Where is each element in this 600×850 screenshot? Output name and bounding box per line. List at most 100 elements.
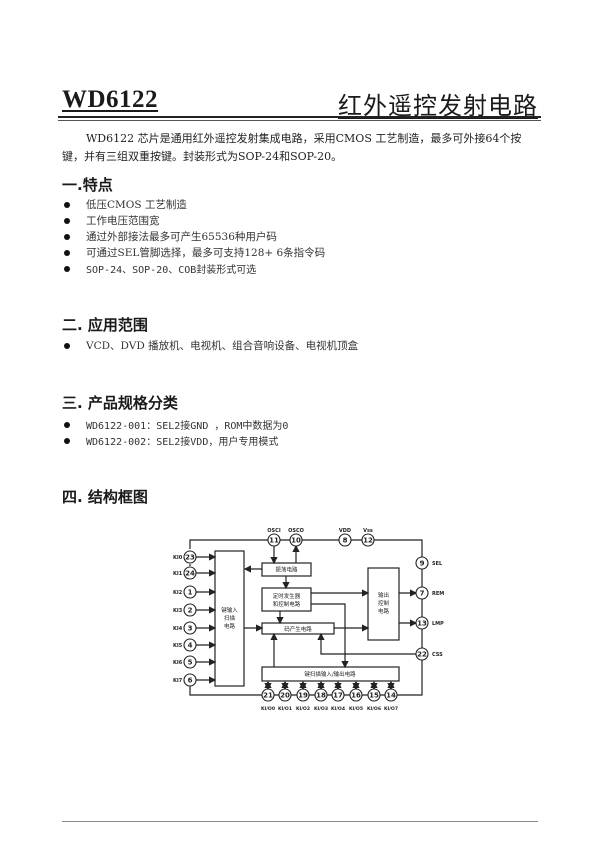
svg-text:17: 17: [333, 692, 343, 700]
svg-text:KI2: KI2: [173, 590, 183, 596]
svg-text:5: 5: [188, 659, 193, 667]
scan-block-label-2: 扫描: [224, 614, 236, 622]
bullet-icon: [64, 343, 70, 349]
pin-css: 22 CSS: [415, 647, 443, 661]
svg-text:14: 14: [386, 692, 396, 700]
svg-text:18: 18: [316, 692, 326, 700]
svg-text:1: 1: [188, 589, 193, 597]
svg-text:KI/O2: KI/O2: [296, 706, 310, 712]
header-rule-thin: [58, 120, 541, 121]
svg-text:OSCO: OSCO: [288, 528, 304, 534]
svg-text:15: 15: [369, 692, 379, 700]
svg-text:OSCI: OSCI: [267, 528, 281, 534]
svg-text:KI/O6: KI/O6: [367, 706, 381, 712]
part-number-heading: WD6122: [62, 86, 159, 113]
svg-text:6: 6: [188, 677, 193, 685]
svg-text:4: 4: [188, 642, 193, 650]
bullet-icon: [64, 438, 70, 444]
timer-block-label-1: 定时发生器: [273, 592, 301, 600]
pin-ki4: 3 KI4: [173, 621, 197, 635]
svg-text:KI/O3: KI/O3: [314, 706, 328, 712]
svg-text:10: 10: [291, 537, 301, 545]
svg-text:KI7: KI7: [173, 678, 183, 684]
svg-text:11: 11: [269, 537, 279, 545]
pin-ki5: 4 KI5: [173, 638, 197, 652]
svg-text:16: 16: [351, 692, 361, 700]
pin-ki6: 5 KI6: [173, 655, 197, 669]
svg-text:KI/O1: KI/O1: [278, 706, 292, 712]
svg-text:9: 9: [420, 560, 425, 568]
svg-text:23: 23: [185, 554, 195, 562]
pin-ki3: 2 KI3: [173, 603, 197, 617]
svg-text:KI3: KI3: [173, 608, 183, 614]
svg-text:3: 3: [188, 625, 193, 633]
svg-text:VDD: VDD: [339, 528, 351, 534]
pin-osci: 11 OSCI: [267, 528, 281, 547]
svg-text:KI/O4: KI/O4: [331, 706, 345, 712]
pin-vdd: 8 VDD: [338, 528, 352, 547]
section-heading-features: 一.特点: [62, 176, 113, 194]
svg-text:22: 22: [417, 651, 427, 659]
svg-text:KI5: KI5: [173, 643, 183, 649]
bullet-icon: [64, 218, 70, 224]
svg-text:REM: REM: [432, 591, 444, 597]
svg-text:19: 19: [298, 692, 308, 700]
svg-text:12: 12: [363, 537, 373, 545]
pin-vss: 12 Vss: [361, 528, 375, 547]
svg-text:KI1: KI1: [173, 571, 183, 577]
output-block-label-2: 控制: [378, 599, 390, 607]
svg-text:KI/O7: KI/O7: [384, 706, 398, 712]
svg-text:LMP: LMP: [432, 621, 444, 627]
svg-text:21: 21: [263, 692, 273, 700]
section-heading-block-diagram: 四. 结构框图: [62, 488, 148, 506]
bullet-icon: [64, 202, 70, 208]
bullet-icon: [64, 250, 70, 256]
svg-text:SEL: SEL: [432, 561, 443, 567]
pin-osco: 10 OSCO: [288, 528, 304, 547]
svg-text:KI/O5: KI/O5: [349, 706, 363, 712]
svg-text:KI6: KI6: [173, 660, 183, 666]
footer-rule: [62, 821, 538, 822]
header-rule: [58, 116, 541, 118]
svg-text:8: 8: [343, 537, 348, 545]
svg-text:Vss: Vss: [363, 528, 373, 534]
scan-block-label-3: 电路: [224, 622, 236, 630]
codegen-block-label: 码产生电路: [284, 625, 312, 633]
section-heading-product-specs: 三. 产品规格分类: [62, 394, 178, 412]
pin-ki7: 6 KI7: [173, 673, 197, 687]
svg-text:20: 20: [280, 692, 290, 700]
intro-paragraph: WD6122 芯片是通用红外遥控发射集成电路，采用CMOS 工艺制造，最多可外接…: [62, 132, 522, 163]
pin-ki2: 1 KI2: [173, 585, 197, 599]
bullet-icon: [64, 422, 70, 428]
svg-text:CSS: CSS: [432, 652, 443, 658]
scan-block-label-1: 键输入: [221, 606, 238, 614]
bullet-icon: [64, 266, 70, 272]
svg-text:2: 2: [188, 607, 193, 615]
document-title: 红外遥控发射电路: [338, 92, 538, 120]
io-block-label: 键扫描输入/输出电路: [304, 670, 356, 678]
bullet-icon: [64, 234, 70, 240]
svg-text:KI0: KI0: [173, 555, 183, 561]
section-heading-applications: 二. 应用范围: [62, 316, 148, 334]
timer-block-label-2: 和控制电路: [273, 600, 301, 608]
output-block-label-3: 电路: [378, 607, 390, 615]
svg-text:KI/O0: KI/O0: [261, 706, 275, 712]
pin-sel: 9 SEL: [415, 556, 443, 570]
svg-text:KI4: KI4: [173, 626, 183, 632]
svg-text:24: 24: [185, 570, 195, 578]
output-block-label-1: 输出: [378, 591, 389, 599]
osc-block-label: 振荡电路: [275, 566, 298, 574]
